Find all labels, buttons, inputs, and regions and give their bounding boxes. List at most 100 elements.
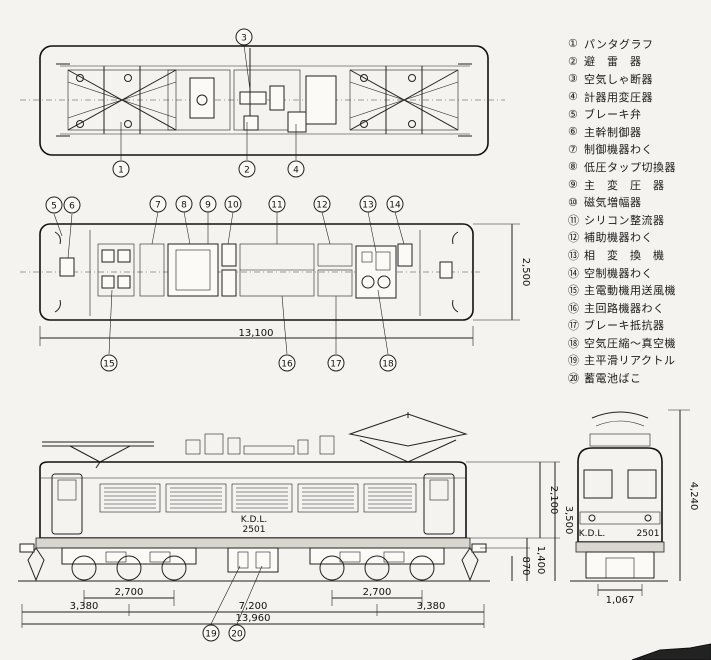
- callout-1: 1: [118, 166, 124, 176]
- dim-bogie-centers: 7,200: [239, 601, 268, 612]
- legend-text: 空気圧縮〜真空機: [584, 336, 676, 350]
- dim-height-floor: 1,400: [535, 546, 546, 575]
- legend-item: ⑮ 主電動機用送風機: [568, 281, 708, 299]
- legend-number: ⑥: [568, 125, 579, 139]
- callout-7: 7: [155, 201, 161, 211]
- legend-text: ブレーキ抵抗器: [584, 319, 665, 333]
- legend-text: 主電動機用送風機: [584, 284, 676, 298]
- legend-text: 主幹制御器: [584, 125, 642, 139]
- legend-number: ⑬: [568, 248, 580, 262]
- legend-number: ④: [568, 90, 579, 104]
- bogie-right: [309, 547, 445, 581]
- legend-item: ⑭ 空制機器わく: [568, 264, 708, 282]
- legend-number: ①: [568, 37, 579, 51]
- legend-number: ⑫: [568, 231, 580, 245]
- legend-text: 主回路機器わく: [584, 301, 665, 315]
- legend-item: ⑯ 主回路機器わく: [568, 299, 708, 317]
- legend-item: ⑥ 主幹制御器: [568, 123, 708, 141]
- legend-item: ⑬ 相 変 換 機: [568, 246, 708, 264]
- legend-number: ⑮: [568, 284, 580, 298]
- legend-item: ⑲ 主平滑リアクトル: [568, 352, 708, 370]
- legend-number: ⑭: [568, 266, 580, 280]
- legend-item: ⑳ 蓄電池ばこ: [568, 369, 708, 387]
- corner-scrap: [631, 643, 711, 660]
- callout-4: 4: [293, 166, 299, 176]
- dimension-texts: 2,500 13,100 2,100 3,500 1,400 870 4,240…: [70, 258, 699, 624]
- callout-10: 10: [227, 201, 239, 211]
- legend-number: ⑪: [568, 213, 580, 227]
- legend-text: 低圧タップ切換器: [584, 160, 676, 174]
- legend-number: ⑯: [568, 301, 580, 315]
- legend-text: 蓄電池ばこ: [584, 372, 642, 386]
- callout-8: 8: [181, 201, 187, 211]
- dim-total-length: 13,960: [236, 613, 271, 624]
- legend-item: ① パンタグラフ: [568, 35, 708, 53]
- legend-item: ⑫ 補助機器わく: [568, 229, 708, 247]
- legend-text: 主 変 圧 器: [584, 178, 665, 192]
- legend-text: 主平滑リアクトル: [584, 354, 676, 368]
- callout-12: 12: [316, 201, 327, 211]
- legend-text: 相 変 換 機: [584, 248, 665, 262]
- legend-number: ③: [568, 72, 579, 86]
- legend-number: ⑨: [568, 178, 579, 192]
- legend-text: 空制機器わく: [584, 266, 653, 280]
- callout-6: 6: [69, 202, 75, 212]
- floor-plan-view: [20, 223, 480, 321]
- dim-height-total-body: 3,500: [563, 506, 574, 535]
- callout-17: 17: [330, 360, 341, 370]
- callout-9: 9: [205, 201, 211, 211]
- end-plate-right: 2501: [637, 529, 660, 539]
- legend-text: ブレーキ弁: [584, 108, 642, 122]
- legend-item: ⑰ ブレーキ抵抗器: [568, 317, 708, 335]
- callout-16: 16: [281, 360, 293, 370]
- callout-11: 11: [271, 201, 282, 211]
- legend-number: ⑩: [568, 195, 579, 209]
- callout-15: 15: [103, 360, 114, 370]
- legend-number: ⑲: [568, 354, 580, 368]
- callout-13: 13: [362, 201, 373, 211]
- dim-height-body: 2,100: [548, 486, 559, 515]
- legend-text: 補助機器わく: [584, 231, 653, 245]
- legend-item: ⑨ 主 変 圧 器: [568, 176, 708, 194]
- callout-leaders: [53, 44, 405, 625]
- legend-item: ⑦ 制御機器わく: [568, 141, 708, 159]
- legend-text: シリコン整流器: [584, 213, 665, 227]
- legend-text: 避 雷 器: [584, 55, 642, 69]
- legend-number: ⑱: [568, 336, 580, 350]
- legend-number: ⑰: [568, 319, 580, 333]
- end-elevation-view: [570, 411, 668, 582]
- callout-circles: 1 2 3 4 5 6 7 8 9 10 11 12 13 14 15 16 1…: [45, 28, 404, 642]
- legend-number: ⑳: [568, 372, 580, 386]
- legend-item: ⑩ 磁気増幅器: [568, 193, 708, 211]
- legend-text: 制御機器わく: [584, 143, 653, 157]
- end-plate-left: K.D.L.: [579, 529, 605, 539]
- legend-item: ⑤ ブレーキ弁: [568, 105, 708, 123]
- legend-number: ⑤: [568, 107, 579, 121]
- dim-gauge: 1,067: [606, 595, 635, 606]
- legend-number: ②: [568, 54, 579, 68]
- bogie-left: [61, 547, 197, 581]
- side-louvres: [99, 483, 417, 513]
- legend-item: ② 避 雷 器: [568, 53, 708, 71]
- legend-text: パンタグラフ: [584, 37, 654, 51]
- callout-18: 18: [382, 360, 394, 370]
- callout-14: 14: [389, 201, 401, 211]
- legend-text: 磁気増幅器: [584, 196, 642, 210]
- dim-wheelbase-left: 2,700: [115, 587, 144, 598]
- legend-number: ⑦: [568, 142, 579, 156]
- side-elevation-view: [18, 412, 490, 582]
- side-plate-line1: K.D.L.: [241, 515, 267, 525]
- roof-plan-view: [20, 45, 505, 156]
- callout-2: 2: [244, 166, 250, 176]
- legend-item: ⑱ 空気圧縮〜真空機: [568, 334, 708, 352]
- legend-item: ⑪ シリコン整流器: [568, 211, 708, 229]
- dim-plan-length: 13,100: [239, 328, 274, 339]
- callout-19: 19: [205, 630, 217, 640]
- dimension-lines: [21, 223, 690, 628]
- dim-height-coupler: 870: [520, 556, 531, 575]
